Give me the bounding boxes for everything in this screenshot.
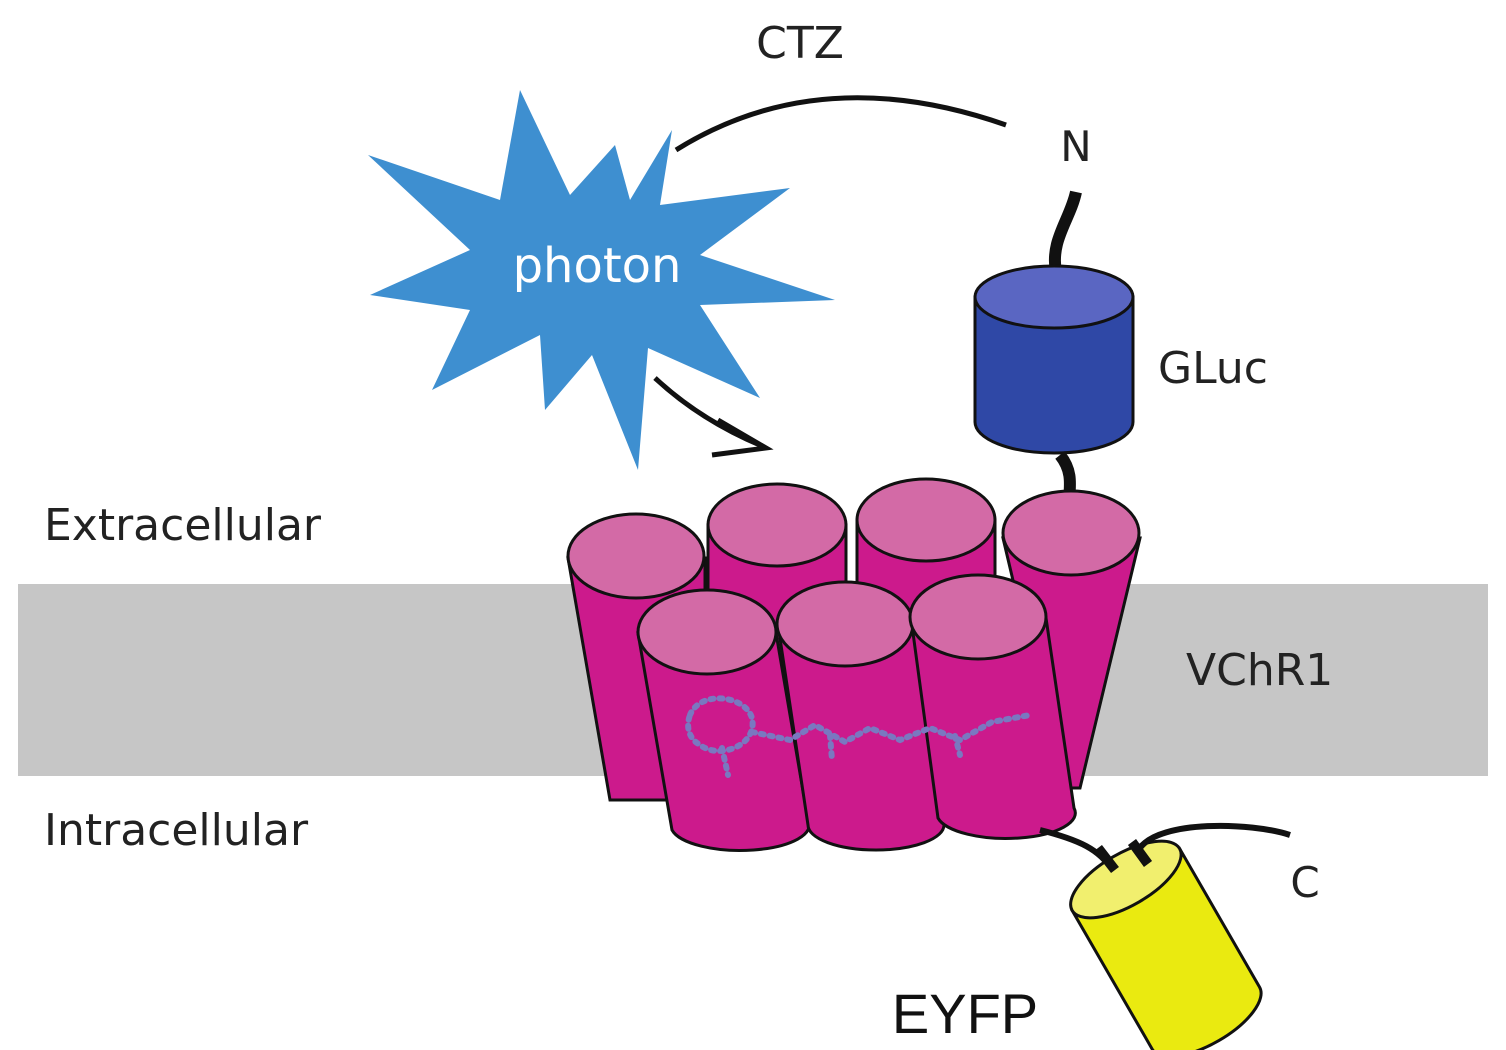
c-terminus-label: C <box>1290 858 1319 907</box>
helix-back-2-top <box>855 477 997 563</box>
retinal-branch-2 <box>827 732 835 763</box>
c-terminus-tail <box>1137 822 1291 851</box>
retinal-branch-1 <box>719 745 731 778</box>
n-terminus-linker <box>1048 190 1082 274</box>
gluc-body <box>973 295 1135 455</box>
vchr1-label: VChR1 <box>1186 645 1333 696</box>
photon-label: photon <box>513 238 682 294</box>
gluc-cylinder <box>973 264 1135 455</box>
vchr1-channel <box>566 477 1142 852</box>
extracellular-label: Extracellular <box>44 500 322 551</box>
helix-front-1 <box>636 588 811 852</box>
photon-star <box>368 90 835 470</box>
retinal-ring <box>685 695 756 754</box>
helix-front-1-top <box>636 588 778 676</box>
intracellular-label: Intracellular <box>44 805 309 856</box>
ctz-label: CTZ <box>756 18 844 69</box>
helix-front-2-body <box>776 623 946 852</box>
eyfp-stub-2 <box>1127 839 1153 867</box>
helix-front-2 <box>775 580 946 852</box>
gluc-label: GLuc <box>1158 343 1268 394</box>
gluc-top <box>973 264 1135 330</box>
retinal-chromophore <box>685 695 1033 778</box>
helix-front-3-top <box>908 573 1048 661</box>
helix-back-0-top <box>566 512 706 600</box>
helix-back-1-top <box>706 482 848 568</box>
eyfp-top <box>1069 839 1183 920</box>
ctz-curve <box>674 95 1007 153</box>
eyfp-cylinder <box>1069 839 1263 1050</box>
helix-front-3 <box>908 573 1077 840</box>
helix-front-3-body <box>909 616 1077 840</box>
helix-back-3-top <box>1001 489 1141 577</box>
eyfp-label: EYFP <box>892 982 1038 1045</box>
retinal-chain <box>749 712 1033 746</box>
n-terminus-label: N <box>1060 122 1091 171</box>
photon-arrowhead <box>711 417 774 458</box>
helix-front-2-top <box>775 580 915 668</box>
retinal-branch-3 <box>952 733 963 758</box>
eyfp-stub-1 <box>1094 844 1119 874</box>
